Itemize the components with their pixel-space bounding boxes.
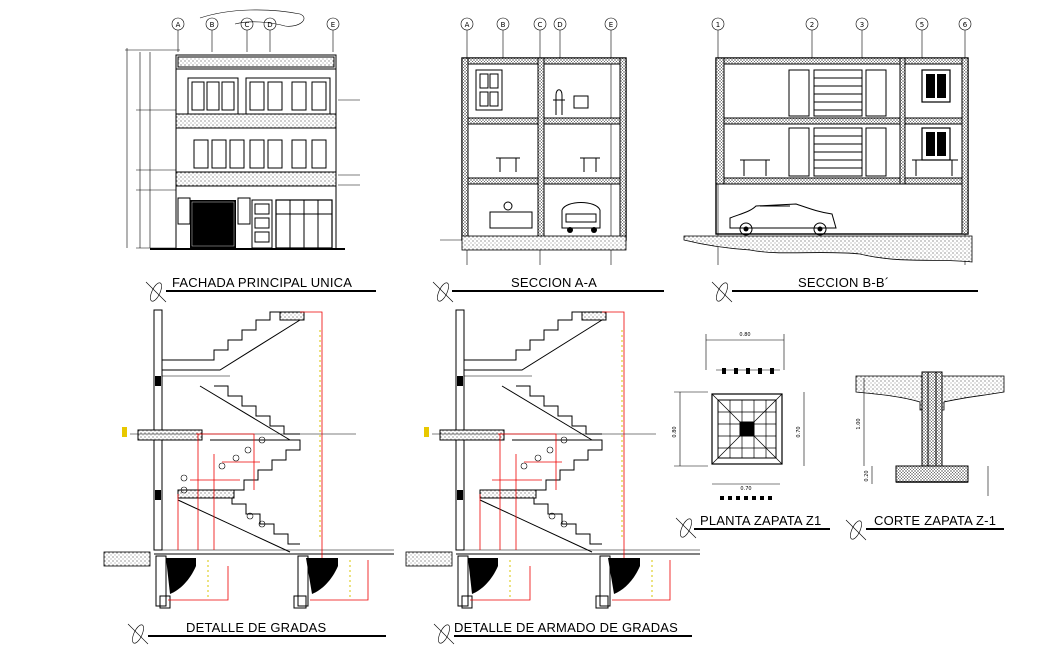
planta-zapata-drawing: 0.80 0.80 0.70 0.70: [672, 332, 805, 500]
zapata-dim-right: 0.70: [796, 426, 802, 437]
fachada-windows-middle: [193, 139, 327, 169]
fachada-ground-floor: [177, 197, 333, 249]
title-corte-zapata-text: CORTE ZAPATA Z-1: [874, 513, 996, 528]
seccion-bb-axis-label: 6: [963, 21, 968, 29]
title-detalle-gradas-text: DETALLE DE GRADAS: [186, 620, 327, 635]
car-outline: [729, 203, 837, 236]
fachada-axis-label: B: [210, 21, 215, 29]
seccion-bb-stair: [813, 69, 863, 177]
corte-zapata-drawing: 1.00 0.20: [855, 371, 1005, 496]
title-fachada-text: FACHADA PRINCIPAL UNICA: [172, 275, 352, 290]
fachada-grid-axes: A B C D E: [171, 9, 340, 52]
zapata-dim-bottom: 0.70: [740, 486, 751, 492]
detalle-armado-drawing: [405, 309, 700, 609]
seccion-aa-axis-label: B: [501, 21, 506, 29]
title-detalle-gradas: DETALLE DE GRADAS: [127, 620, 386, 645]
seccion-aa-axis-label: D: [557, 21, 562, 29]
seccion-bb-axis-label: 5: [920, 21, 924, 29]
fachada-axis-label: E: [331, 21, 335, 29]
title-corte-zapata: CORTE ZAPATA Z-1: [845, 513, 1004, 541]
zapata-dim-top: 0.80: [739, 332, 750, 338]
title-planta-zapata: PLANTA ZAPATA Z1: [675, 513, 830, 539]
fachada-axis-label: C: [245, 21, 250, 29]
seccion-bb-axis-label: 3: [860, 21, 864, 29]
fachada-axis-label: D: [267, 21, 272, 29]
title-seccion-bb: SECCION B-B´: [711, 275, 978, 303]
seccion-aa-axis-label: A: [465, 21, 470, 29]
seccion-bb-axis-label: 1: [716, 21, 720, 29]
title-planta-zapata-text: PLANTA ZAPATA Z1: [700, 513, 821, 528]
zapata-dim-height: 1.00: [856, 418, 862, 429]
seccion-aa-drawing: A B C D E: [440, 17, 627, 265]
title-seccion-aa-text: SECCION A-A: [511, 275, 597, 290]
seccion-bb-drawing: 1 2 3 5 6: [683, 17, 973, 265]
detalle-gradas-drawing: [103, 309, 394, 609]
title-seccion-aa: SECCION A-A: [432, 275, 664, 303]
title-fachada: FACHADA PRINCIPAL UNICA: [145, 275, 376, 303]
fachada-windows-upper: [187, 77, 331, 115]
zapata-dim-left: 0.80: [672, 426, 678, 437]
zapata-dim-base: 0.20: [864, 470, 870, 481]
fachada-principal-drawing: A B C D E: [125, 9, 360, 250]
title-detalle-armado-text: DETALLE DE ARMADO DE GRADAS: [454, 620, 678, 635]
fachada-dimensions: [125, 48, 360, 249]
title-seccion-bb-text: SECCION B-B´: [798, 275, 889, 290]
seccion-bb-axis-label: 2: [810, 21, 814, 29]
seccion-aa-axis-label: E: [609, 21, 613, 29]
fachada-axis-label: A: [176, 21, 181, 29]
seccion-aa-axis-label: C: [538, 21, 543, 29]
title-detalle-armado: DETALLE DE ARMADO DE GRADAS: [433, 620, 692, 645]
